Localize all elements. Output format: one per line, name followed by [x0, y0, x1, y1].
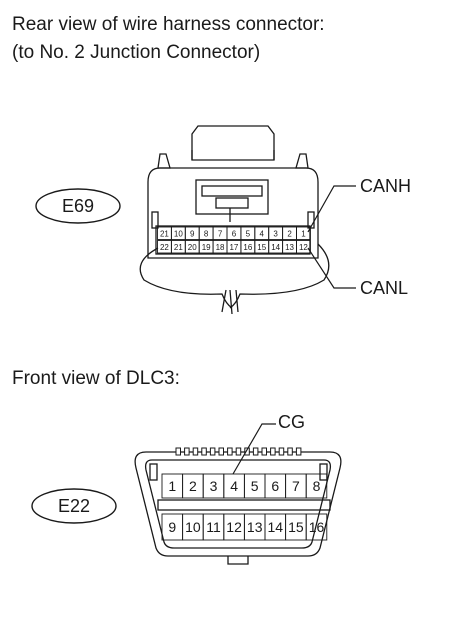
- e22-tooth: [235, 447, 242, 456]
- e22-bottom-pin-label: 14: [268, 519, 284, 535]
- e22-bottom-key: [227, 556, 249, 565]
- e69-bottom-pin-label: 18: [216, 243, 225, 252]
- e22-top-pin-label: 4: [230, 478, 238, 494]
- e22-bottom-pin-label: 15: [288, 519, 304, 535]
- connector-e22: [134, 451, 342, 565]
- e22-bottom-pin-cell: [305, 513, 328, 541]
- canl-label: CANL: [360, 278, 408, 298]
- e22-tooth: [218, 447, 224, 456]
- e22-inner-body: [144, 459, 332, 549]
- e69-bottom-pin-label: 14: [271, 243, 280, 252]
- e69-latch-housing: [191, 125, 275, 161]
- e22-top-pin-label: 3: [210, 478, 218, 494]
- e22-top-pin-cell: [305, 473, 328, 499]
- e22-tooth: [227, 447, 233, 456]
- e22-top-pin-label: 2: [189, 478, 197, 494]
- e69-bottom-pin-label: 15: [257, 243, 266, 252]
- e69-top-pin-label: 9: [190, 229, 195, 238]
- e69-body: [147, 167, 319, 259]
- e69-bottom-pin-label: 12: [299, 243, 308, 252]
- e69-tag-outline: [35, 188, 121, 224]
- e69-lock-bar: [201, 185, 263, 197]
- e22-tooth: [287, 447, 293, 456]
- front-view-caption: Front view of DLC3:: [12, 368, 180, 389]
- canh-label: CANH: [360, 176, 411, 196]
- e69-top-pin-label: 8: [204, 229, 209, 238]
- e69-top-pin-label: 7: [218, 229, 223, 238]
- e69-right-slot: [307, 211, 315, 229]
- e69-bottom-pin-cell: [296, 240, 311, 254]
- e69-bottom-pin-label: 22: [160, 243, 169, 252]
- canh-leader: [307, 185, 356, 233]
- e22-tooth: [175, 447, 181, 456]
- e69-bottom-pin-label: 16: [243, 243, 252, 252]
- e22-tooth: [270, 447, 276, 456]
- e69-wire-bundle: [221, 289, 239, 315]
- e22-tooth: [278, 447, 285, 456]
- e22-top-pin-label: 7: [292, 478, 300, 494]
- e22-right-key: [319, 463, 328, 481]
- e22-tag-label: E22: [58, 496, 90, 516]
- e69-top-pin-label: 2: [287, 229, 292, 238]
- e22-tooth: [192, 447, 199, 456]
- cg-leader: [232, 423, 276, 475]
- e22-tooth: [295, 447, 302, 456]
- e22-divider: [157, 499, 331, 511]
- e69-wire-right: [229, 243, 330, 309]
- e69-top-pin-cell: [296, 226, 311, 240]
- connector-e69: [139, 125, 330, 315]
- e69-bottom-pin-label: 21: [174, 243, 183, 252]
- e69-center-lock: [195, 179, 269, 215]
- e22-outer-body: [134, 451, 342, 557]
- e69-top-pin-label: 5: [246, 229, 251, 238]
- e22-tag-outline: [31, 488, 117, 524]
- e22-bottom-pin-label: 12: [226, 519, 242, 535]
- e69-left-clip: [157, 153, 171, 169]
- e22-top-pin-label: 6: [271, 478, 279, 494]
- e69-top-pin-label: 4: [260, 229, 265, 238]
- e22-tooth: [244, 447, 250, 456]
- e69-latch-sides: [191, 150, 275, 160]
- cg-label: CG: [278, 412, 305, 432]
- e22-tooth: [209, 447, 216, 456]
- e22-bottom-pin-label: 11: [206, 519, 221, 535]
- e69-top-pin-label: 10: [174, 229, 183, 238]
- e69-top-pin-label: 21: [160, 229, 169, 238]
- e69-bottom-pin-label: 20: [188, 243, 197, 252]
- rear-view-subcaption: (to No. 2 Junction Connector): [12, 42, 261, 63]
- e22-top-teeth: [175, 447, 302, 456]
- rear-view-caption: Rear view of wire harness connector:: [12, 14, 325, 35]
- e69-lock-tab: [215, 197, 249, 209]
- e69-top-pin-label: 6: [232, 229, 237, 238]
- e22-bottom-pin-label: 9: [168, 519, 176, 535]
- e69-right-clip: [295, 153, 309, 169]
- canl-leader: [307, 247, 356, 289]
- e69-bottom-pin-label: 13: [285, 243, 294, 252]
- e22-bottom-pin-label: 16: [309, 519, 325, 535]
- e69-top-pin-label: 3: [273, 229, 278, 238]
- e22-top-pin-label: 8: [313, 478, 321, 494]
- e22-tooth: [201, 447, 207, 456]
- e22-tooth: [261, 447, 267, 456]
- e69-bottom-pin-label: 17: [229, 243, 238, 252]
- e22-tooth: [184, 447, 190, 456]
- e22-bottom-pin-label: 13: [247, 519, 263, 535]
- e69-left-slot: [151, 211, 159, 229]
- e69-top-pin-label: 1: [301, 229, 306, 238]
- e69-tag-label: E69: [62, 196, 94, 216]
- e22-bottom-pin-label: 10: [185, 519, 201, 535]
- e69-bottom-pin-label: 19: [202, 243, 211, 252]
- e22-left-key: [149, 463, 158, 481]
- e69-wire-left: [139, 247, 233, 309]
- e22-top-pin-label: 5: [251, 478, 259, 494]
- e69-cavity-block: [155, 225, 311, 255]
- e22-tooth: [252, 447, 259, 456]
- e22-top-pin-label: 1: [168, 478, 176, 494]
